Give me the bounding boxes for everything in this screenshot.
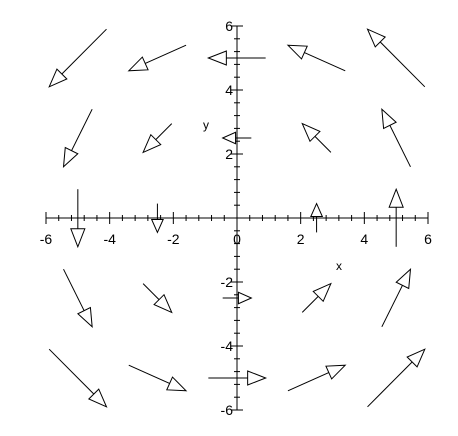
vector-arrow-shaft — [144, 44, 187, 64]
vector-arrow-head — [310, 202, 324, 218]
vector-arrow-shaft — [61, 28, 107, 75]
vector-arrow-head — [70, 228, 86, 249]
vector-arrow — [286, 44, 346, 72]
vector-arrow-shaft — [142, 283, 160, 300]
vector-arrow-head — [406, 348, 426, 368]
vector-arrow-shaft — [304, 52, 346, 72]
vector-arrow — [367, 348, 426, 408]
vector-arrow — [301, 122, 332, 153]
vector-arrow-head — [325, 364, 347, 380]
x-tick-label: 0 — [233, 231, 241, 247]
y-axis-ticks — [231, 25, 243, 411]
vector-arrow — [381, 267, 412, 328]
vector-arrow-head — [62, 146, 79, 169]
vector-arrow-shaft — [128, 364, 170, 384]
vector-arrow-head — [312, 282, 332, 303]
vector-arrow-head — [286, 44, 308, 60]
vector-arrow-head — [388, 187, 404, 208]
vector-arrow-shaft — [71, 108, 93, 151]
vector-arrow-shaft — [314, 136, 332, 153]
vector-arrow-shaft — [301, 296, 319, 313]
vector-arrow — [150, 203, 164, 234]
vector-arrow-head — [221, 131, 237, 145]
y-tick-label: 4 — [225, 82, 233, 98]
x-tick-label: -2 — [167, 231, 180, 247]
vector-arrow-head — [153, 293, 173, 314]
vector-arrow — [366, 28, 426, 88]
x-tick-label: -6 — [40, 231, 53, 247]
x-axis-label: x — [336, 259, 342, 273]
vector-arrow — [48, 28, 107, 88]
vector-arrow-shaft — [379, 41, 426, 88]
y-axis-label: y — [203, 118, 209, 132]
vector-arrow — [388, 187, 404, 247]
vector-arrow — [301, 282, 332, 313]
vector-arrow-shaft — [155, 123, 173, 140]
y-tick-label: 6 — [225, 18, 233, 34]
vector-arrow-head — [395, 267, 412, 290]
vector-arrow — [48, 348, 108, 408]
vector-arrow — [310, 202, 324, 233]
vector-arrow-head — [142, 133, 162, 154]
vector-arrow-shaft — [287, 372, 330, 392]
x-tick-label: 4 — [360, 231, 368, 247]
x-tick-label: -4 — [103, 231, 116, 247]
y-axis-tick-labels: -6 -4 -2 2 4 6 — [221, 18, 234, 418]
vector-arrow — [208, 370, 268, 386]
vector-arrow — [206, 50, 266, 66]
y-tick-label: -4 — [221, 338, 234, 354]
vector-arrow — [142, 283, 173, 314]
vector-arrow-head — [366, 28, 387, 48]
vector-arrow — [381, 107, 411, 168]
vector-arrow-shaft — [63, 268, 85, 311]
vector-arrow-head — [150, 218, 164, 234]
y-tick-label: -6 — [221, 402, 234, 418]
vector-arrow-shaft — [367, 361, 413, 408]
vector-arrow-head — [127, 56, 149, 72]
vector-arrow-shaft — [48, 348, 95, 395]
vector-arrow-head — [247, 370, 268, 386]
vector-arrows — [48, 28, 426, 408]
vector-arrow-head — [166, 376, 188, 392]
vector-arrow — [70, 189, 86, 249]
vector-arrow — [63, 268, 93, 329]
y-tick-label: -2 — [221, 274, 234, 290]
vector-arrow — [142, 123, 173, 154]
vector-arrow-head — [48, 68, 68, 88]
x-tick-label: 2 — [297, 231, 305, 247]
vector-arrow-head — [87, 388, 108, 408]
y-tick-label: 2 — [225, 146, 233, 162]
vector-arrow-head — [76, 306, 93, 329]
vector-arrow-head — [206, 50, 227, 66]
x-axis-tick-labels: -6 -4 -2 0 2 4 6 — [40, 231, 432, 247]
vector-arrow — [62, 108, 93, 169]
vector-arrow — [222, 291, 253, 305]
axes: -6 -4 -2 0 2 4 6 -6 -4 -2 2 4 6 x y — [40, 18, 432, 418]
x-tick-label: 6 — [424, 231, 432, 247]
vector-arrow-head — [301, 122, 321, 143]
vector-arrow — [128, 364, 188, 392]
vector-arrow-shaft — [381, 285, 403, 328]
vector-arrow-shaft — [389, 125, 411, 168]
vector-arrow-head — [381, 107, 398, 130]
vector-arrow — [221, 131, 252, 145]
vector-arrow — [127, 44, 187, 72]
vector-arrow-head — [237, 291, 253, 305]
vector-arrow — [287, 364, 347, 392]
